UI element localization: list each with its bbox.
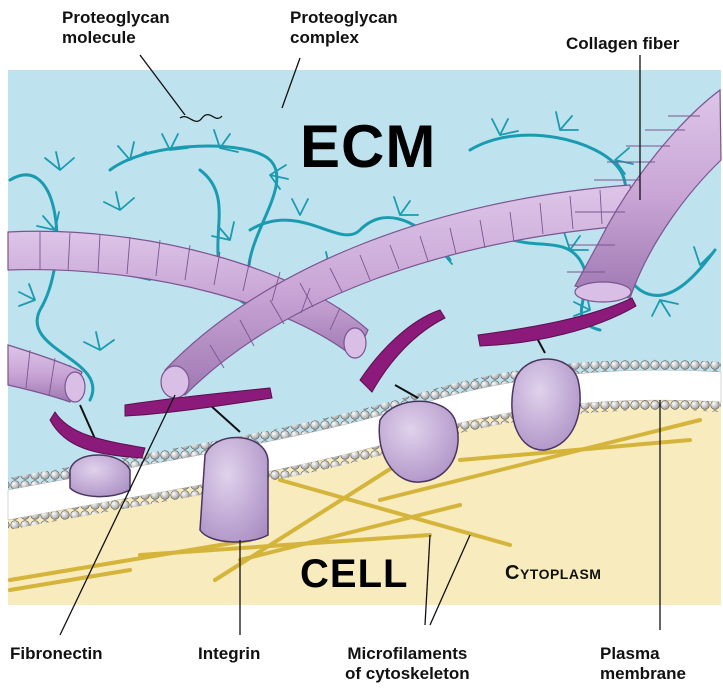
label-microfilaments: Microfilaments of cytoskeleton (345, 644, 470, 684)
label-proteoglycan-molecule: Proteoglycan molecule (62, 8, 170, 48)
label-cytoplasm: Cytoplasm (505, 562, 601, 585)
label-integrin: Integrin (198, 644, 260, 664)
label-fibronectin: Fibronectin (10, 644, 103, 664)
label-cell: CELL (300, 552, 408, 596)
label-proteoglycan-complex: Proteoglycan complex (290, 8, 398, 48)
label-collagen-fiber: Collagen fiber (566, 34, 679, 54)
label-ecm: ECM (300, 115, 436, 179)
label-plasma-membrane: Plasma membrane (600, 644, 686, 684)
